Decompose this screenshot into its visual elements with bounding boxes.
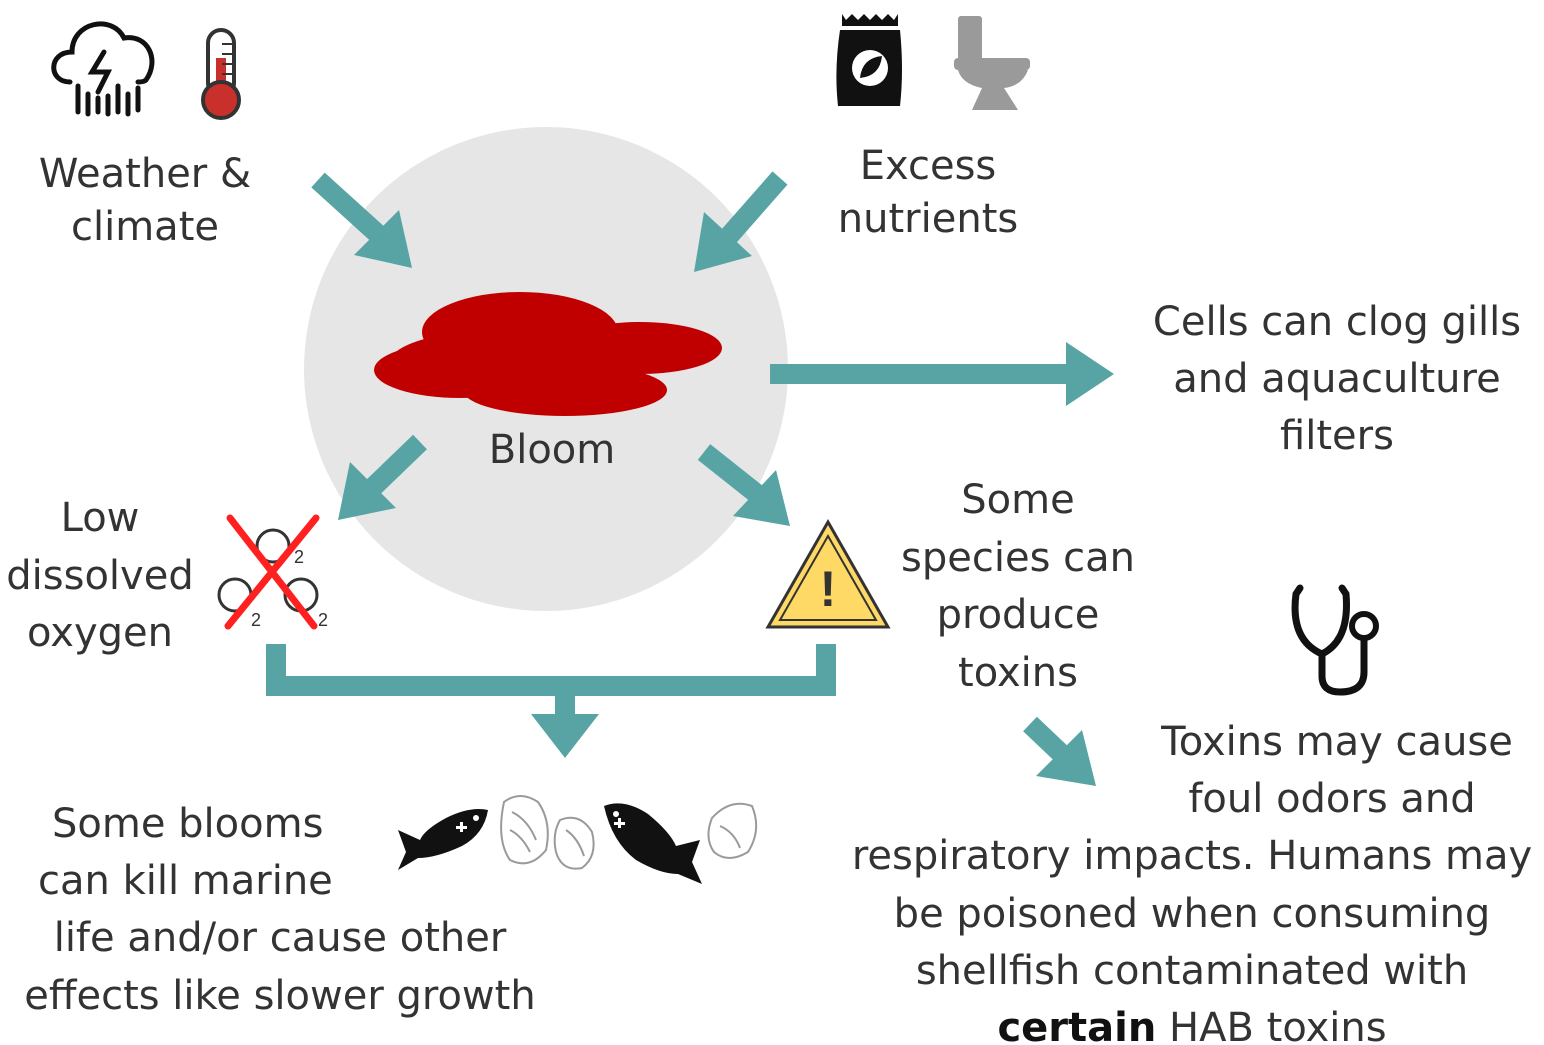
- human-label-line: foul odors and: [840, 771, 1544, 828]
- toxins-label: Some species can produce toxins: [888, 472, 1148, 702]
- oxygen-subscript: 2: [251, 610, 261, 630]
- marine-label-line: can kill marine: [0, 853, 560, 910]
- human-label-line: be poisoned when consuming: [840, 886, 1544, 943]
- bloom-label-text: Bloom: [440, 424, 664, 477]
- toxins-label-line: toxins: [888, 645, 1148, 703]
- oyster-icon: [708, 804, 756, 858]
- weather-label: Weather & climate: [10, 148, 280, 254]
- bracket-connector: [276, 644, 826, 758]
- weather-label-line: Weather &: [10, 148, 280, 201]
- arrow-bloom-to-clog: [770, 342, 1114, 406]
- oxygen-subscript: 2: [318, 610, 328, 630]
- clog-label: Cells can clog gills and aquaculture fil…: [1130, 294, 1544, 466]
- warning-mark: !: [820, 561, 837, 617]
- human-label-line: respiratory impacts. Humans may: [840, 828, 1544, 885]
- fish-icon: [604, 803, 702, 884]
- oxygen-subscript: 2: [294, 547, 304, 567]
- oxygen-label: Low dissolved oxygen: [0, 490, 200, 663]
- toxins-label-line: Some: [888, 472, 1148, 530]
- clog-label-line: filters: [1130, 408, 1544, 465]
- weather-label-line: climate: [10, 201, 280, 254]
- certain-bold-word: certain: [997, 1005, 1156, 1045]
- thermometer-icon: [203, 30, 239, 118]
- toxins-label-line: produce: [888, 587, 1148, 645]
- nutrients-label: Excess nutrients: [808, 140, 1048, 246]
- storm-cloud-icon: [54, 24, 152, 114]
- marine-label-line: effects like slower growth: [0, 968, 560, 1025]
- marine-life-label: Some blooms can kill marine life and/or …: [0, 796, 560, 1025]
- bloom-label: Bloom: [440, 424, 664, 477]
- nutrients-label-line: Excess: [808, 140, 1048, 193]
- marine-label-line: life and/or cause other: [0, 910, 560, 967]
- nutrients-label-line: nutrients: [808, 193, 1048, 246]
- fertilizer-bag-icon: [836, 14, 902, 106]
- clog-label-line: and aquaculture: [1130, 351, 1544, 408]
- oxygen-label-line: Low: [0, 490, 200, 548]
- human-label-tail: HAB toxins: [1156, 1005, 1386, 1045]
- toxins-label-line: species can: [888, 530, 1148, 588]
- oxygen-label-line: oxygen: [0, 605, 200, 663]
- human-label-line: shellfish contaminated with: [840, 943, 1544, 1000]
- clog-label-line: Cells can clog gills: [1130, 294, 1544, 351]
- stethoscope-icon: [1295, 588, 1376, 692]
- cross-out-icon: [228, 518, 316, 626]
- oxygen-label-line: dissolved: [0, 548, 200, 606]
- human-impacts-label: Toxins may cause foul odors and respirat…: [840, 714, 1544, 1045]
- marine-label-line: Some blooms: [0, 796, 560, 853]
- human-label-line-last: certain HAB toxins: [840, 1000, 1544, 1045]
- toilet-icon: [954, 16, 1030, 110]
- human-label-line: Toxins may cause: [840, 714, 1544, 771]
